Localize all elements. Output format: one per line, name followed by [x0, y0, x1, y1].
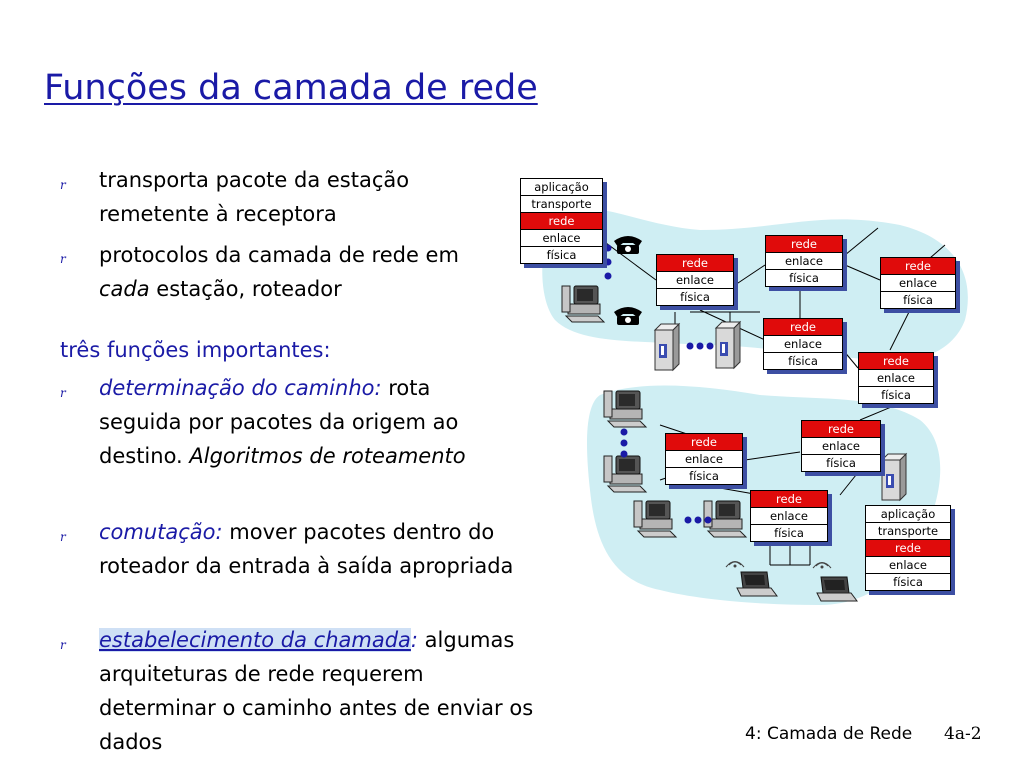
layer-link: enlace [766, 252, 842, 269]
function-routing: determinação do caminho: rota seguida po… [99, 371, 519, 473]
function-routing-desc-italic: Algoritmos de roteamento [189, 444, 466, 468]
layer-link: enlace [751, 507, 827, 524]
host-stack-destination: aplicação transporte rede enlace física [865, 505, 955, 595]
desktop-computer-icon [561, 285, 605, 323]
layer-physical: física [751, 524, 827, 541]
bullet-marker: r [60, 178, 66, 192]
function-call-setup-desc: algumas arquiteturas de rede requerem de… [99, 628, 534, 754]
layer-link: enlace [859, 369, 933, 386]
laptop-icon [736, 571, 778, 597]
server-icon [654, 323, 680, 371]
function-call-setup-colon: : [410, 628, 418, 652]
layer-link: enlace [764, 335, 842, 352]
layer-network: rede [751, 491, 827, 507]
layer-physical: física [657, 288, 733, 305]
bullet-transport: transporta pacote da estação remetente à… [99, 163, 509, 231]
layer-physical: física [521, 246, 602, 263]
layer-physical: física [802, 454, 880, 471]
layer-physical: física [866, 573, 950, 590]
layer-physical: física [859, 386, 933, 403]
layer-network: rede [764, 319, 842, 335]
wireless-icon [812, 562, 832, 569]
layer-network: rede [766, 236, 842, 252]
laptop-icon [816, 576, 858, 602]
layer-network: rede [881, 258, 955, 274]
router-stack: rede enlace física [656, 254, 738, 310]
layer-physical: física [881, 291, 955, 308]
bullet-marker: r [60, 530, 66, 544]
layer-network: rede [802, 421, 880, 437]
function-call-setup: estabelecimento da chamada: algumas arqu… [99, 623, 539, 759]
server-icon [881, 453, 907, 501]
layer-network: rede [859, 353, 933, 369]
layer-transport: transporte [521, 195, 602, 212]
function-routing-term: determinação do caminho: [99, 376, 382, 400]
layer-physical: física [764, 352, 842, 369]
layer-link: enlace [657, 271, 733, 288]
bullet-marker: r [60, 638, 66, 652]
footer-chapter: 4: Camada de Rede [745, 724, 913, 744]
router-stack: rede enlace física [665, 433, 747, 489]
bullet-protocols: protocolos da camada de rede em cada est… [99, 238, 509, 306]
layer-physical: física [666, 467, 742, 484]
layer-link: enlace [802, 437, 880, 454]
layer-physical: física [766, 269, 842, 286]
desktop-computer-icon [603, 390, 647, 428]
router-stack: rede enlace física [765, 235, 847, 291]
slide-title: Funções da camada de rede [44, 68, 538, 108]
desktop-computer-icon [603, 455, 647, 493]
bullet-marker: r [60, 252, 66, 266]
bullet-protocols-text-end: estação, roteador [149, 277, 342, 301]
function-call-setup-term[interactable]: estabelecimento da chamada [99, 628, 411, 652]
router-stack: rede enlace física [801, 420, 885, 476]
footer-page-number: 4a-2 [944, 724, 982, 744]
function-switching: comutação: mover pacotes dentro do rotea… [99, 515, 539, 583]
layer-network: rede [521, 212, 602, 229]
telephone-icon [614, 307, 642, 325]
layer-network: rede [866, 539, 950, 556]
layer-link: enlace [666, 450, 742, 467]
layer-network: rede [666, 434, 742, 450]
subheading: três funções importantes: [60, 338, 331, 362]
server-icon [715, 321, 741, 369]
router-stack: rede enlace física [763, 318, 847, 374]
bullet-protocols-text: protocolos da camada de rede em [99, 243, 459, 267]
layer-link: enlace [866, 556, 950, 573]
layer-network: rede [657, 255, 733, 271]
desktop-computer-icon [633, 500, 677, 538]
function-routing-desc: rota seguida por pacotes da origem ao de… [99, 376, 459, 468]
host-stack-source: aplicação transporte rede enlace física [520, 178, 607, 268]
desktop-computer-icon [703, 500, 747, 538]
bullet-protocols-italic: cada [99, 277, 150, 301]
layer-application: aplicação [521, 179, 602, 195]
telephone-icon [614, 236, 642, 254]
router-stack: rede enlace física [858, 352, 938, 408]
bullet-transport-text: transporta pacote da estação remetente à… [99, 168, 410, 226]
layer-link: enlace [881, 274, 955, 291]
layer-link: enlace [521, 229, 602, 246]
bullet-marker: r [60, 386, 66, 400]
wireless-icon [725, 561, 745, 568]
layer-transport: transporte [866, 522, 950, 539]
router-stack: rede enlace física [880, 257, 960, 313]
function-switching-term: comutação: [99, 520, 223, 544]
layer-application: aplicação [866, 506, 950, 522]
router-stack: rede enlace física [750, 490, 832, 546]
function-switching-desc: mover pacotes dentro do roteador da entr… [99, 520, 514, 578]
